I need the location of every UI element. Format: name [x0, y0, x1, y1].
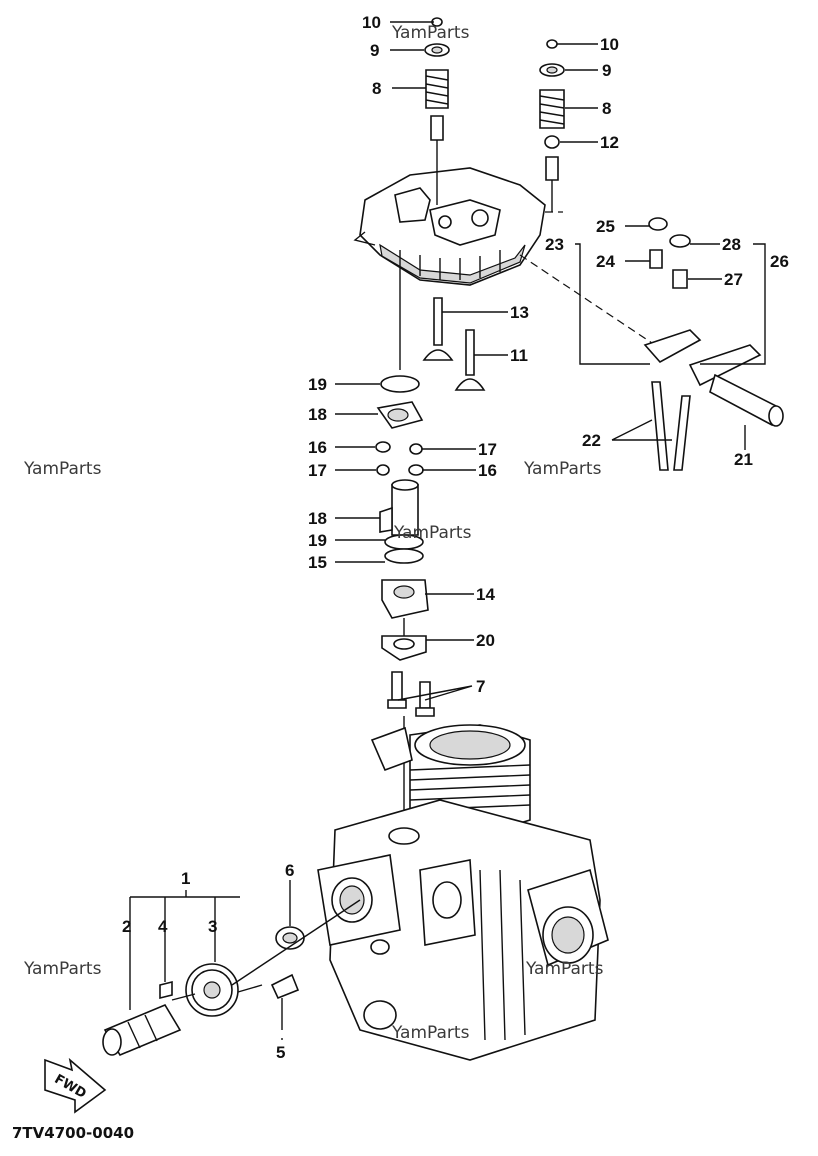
callout-21: 21 — [734, 450, 753, 469]
leader-lines — [129, 21, 766, 1040]
callout-14: 14 — [476, 585, 495, 604]
callout-4: 4 — [158, 917, 168, 936]
callout-23: 23 — [545, 235, 564, 254]
callout-18-upper: 18 — [308, 405, 327, 424]
callout-7: 7 — [476, 677, 485, 696]
watermark-center: YamParts — [393, 523, 472, 543]
callout-18-lower: 18 — [308, 509, 327, 528]
callout-16-right: 16 — [478, 461, 497, 480]
callout-3: 3 — [208, 917, 217, 936]
callout-19-lower: 19 — [308, 531, 327, 550]
watermark-left-mid: YamParts — [23, 459, 102, 479]
watermark-bottom: YamParts — [391, 1023, 470, 1043]
callout-8-left: 8 — [372, 79, 381, 98]
callout-28: 28 — [722, 235, 741, 254]
callout-20: 20 — [476, 631, 495, 650]
callout-16-left: 16 — [308, 438, 327, 457]
callout-9-right: 9 — [602, 61, 611, 80]
callout-15: 15 — [308, 553, 327, 572]
callout-1: 1 — [181, 869, 190, 888]
diagram-code: 7TV4700-0040 — [12, 1124, 134, 1142]
watermark-right-bottom: YamParts — [525, 959, 604, 979]
callout-11: 11 — [510, 346, 528, 365]
camshaft-assembly — [102, 899, 361, 1057]
left-valve-stack — [424, 17, 450, 205]
fwd-arrow: FWD — [44, 1057, 107, 1114]
callout-6: 6 — [285, 861, 294, 880]
callout-numbers: 10 9 8 10 9 8 12 25 23 24 28 26 27 13 11… — [122, 13, 789, 1062]
valve-13 — [422, 297, 454, 361]
callout-8-right: 8 — [602, 99, 611, 118]
callout-24: 24 — [596, 252, 615, 271]
push-rod-tube-stack — [375, 270, 435, 828]
callout-19-upper: 19 — [308, 375, 327, 394]
valve-11 — [454, 329, 486, 391]
rocker-assembly — [643, 217, 784, 471]
callout-2: 2 — [122, 917, 131, 936]
crankcase — [317, 724, 609, 1061]
callout-12: 12 — [600, 133, 619, 152]
watermark-left-bottom: YamParts — [23, 959, 102, 979]
callout-17-left: 17 — [308, 461, 327, 480]
callout-17-right: 17 — [478, 440, 497, 459]
callout-5: 5 — [276, 1043, 285, 1062]
cylinder-head — [353, 167, 546, 286]
callout-22: 22 — [582, 431, 601, 450]
watermarks: YamParts YamParts YamParts YamParts YamP… — [23, 23, 604, 1043]
watermark-right-mid: YamParts — [523, 459, 602, 479]
callout-13: 13 — [510, 303, 529, 322]
callout-26: 26 — [770, 252, 789, 271]
callout-10-right: 10 — [600, 35, 619, 54]
watermark-top: YamParts — [391, 23, 470, 43]
callout-9-left: 9 — [370, 41, 379, 60]
right-valve-stack — [539, 39, 565, 212]
callout-27: 27 — [724, 270, 743, 289]
callout-10-left: 10 — [362, 13, 381, 32]
callout-25: 25 — [596, 217, 615, 236]
